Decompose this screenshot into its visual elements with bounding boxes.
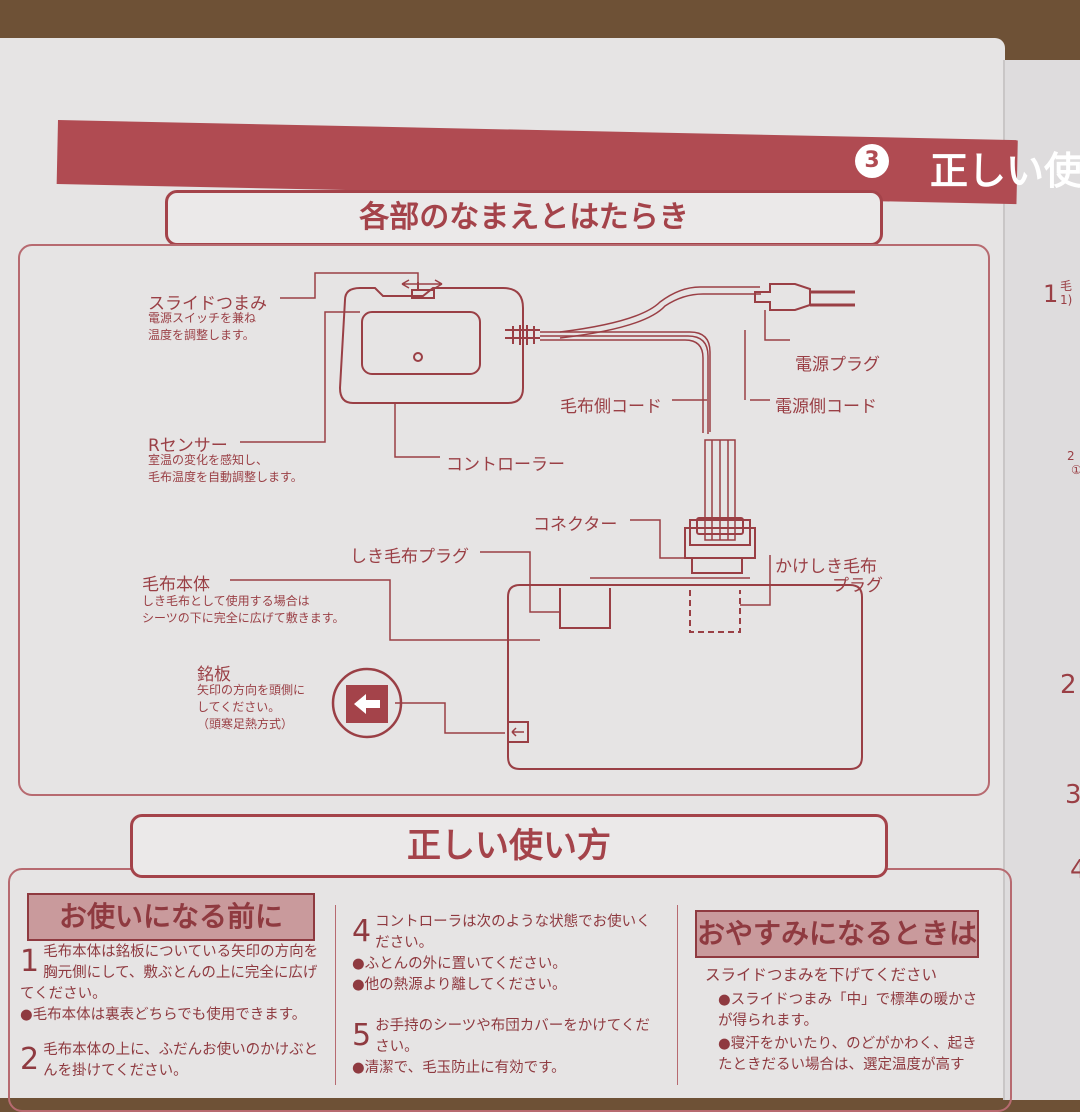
usage-item-4: 4 コントローラは次のような状態でお使いください。 ●ふとんの外に置いてください… [352, 914, 651, 993]
parts-title: 各部のなまえとはたらき [165, 190, 883, 246]
plug-prongs [810, 290, 855, 307]
right-page: 1 毛 1) 2 ① 2 3 4 [1003, 60, 1080, 1100]
over-plug [689, 590, 741, 633]
parts-diagram-frame [18, 244, 990, 796]
before-item-1: 1 毛布本体は銘板についている矢印の方向を胸元側にして、敷ぶとんの上に完全に広げ… [20, 944, 319, 1023]
power-plug-body [754, 283, 811, 311]
connector [684, 519, 756, 559]
parts-diagram [230, 272, 863, 770]
column-divider [335, 905, 336, 1085]
before-use-heading: お使いになる前に [27, 893, 315, 941]
column-divider [677, 905, 678, 1085]
section-number: 3 [855, 144, 889, 178]
nameplate-callout [331, 667, 403, 739]
controller-body [338, 287, 524, 404]
usage-item-5: 5 お手持のシーツや布団カバーをかけてください。 ●清潔で、毛玉防止に有効です。 [352, 1018, 650, 1076]
blanket-body [507, 584, 863, 770]
controller-window [361, 311, 481, 375]
nameplate [507, 721, 529, 743]
section-title: 正しい使い [930, 149, 1080, 193]
sensor-dot [413, 352, 423, 362]
under-plug [559, 588, 611, 629]
sleep-heading: おやすみになるときは [695, 910, 979, 958]
nameplate-arrow-icon [346, 685, 388, 723]
before-item-2: 2 毛布本体の上に、ふだんお使いのかけぶとんを掛けてください。 [20, 1042, 319, 1079]
slide-arrow-icon [401, 279, 443, 289]
usage-title: 正しい使い方 [130, 814, 888, 878]
